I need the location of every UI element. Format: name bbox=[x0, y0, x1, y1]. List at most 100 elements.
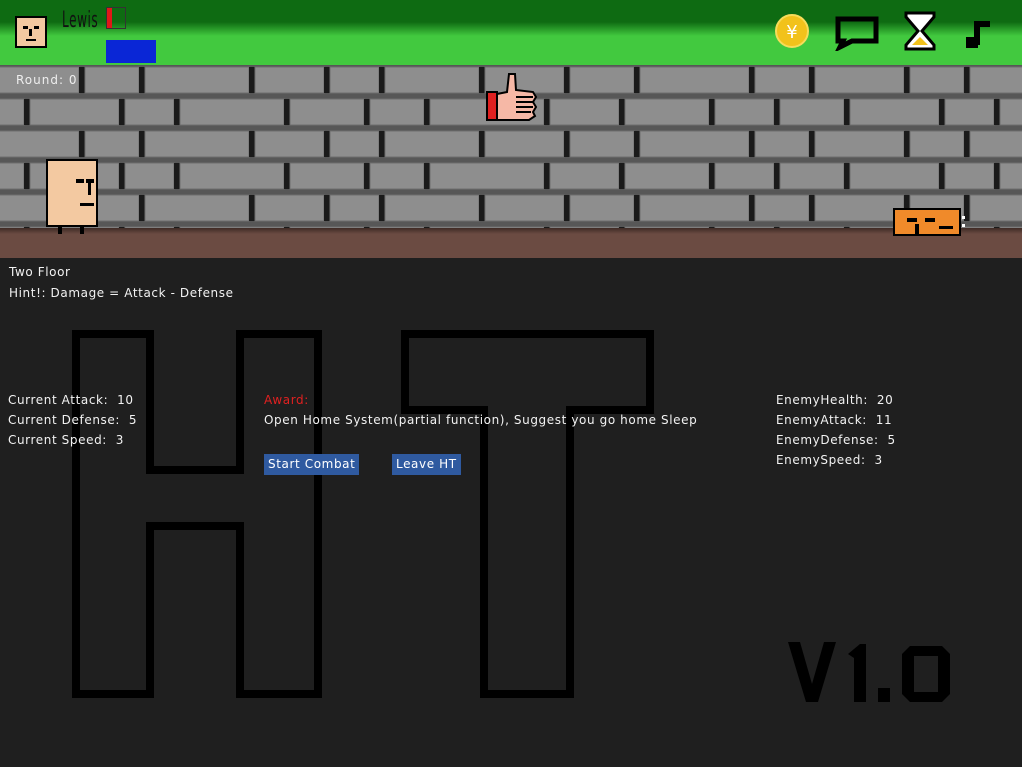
brick bbox=[0, 98, 25, 126]
brick bbox=[569, 130, 635, 158]
health-bar-fill bbox=[107, 8, 112, 28]
brick bbox=[999, 162, 1022, 190]
round-value: 0 bbox=[68, 73, 78, 87]
brick-gap bbox=[119, 227, 125, 228]
brick bbox=[714, 226, 775, 228]
brick-gap bbox=[564, 67, 570, 93]
hourglass-icon[interactable] bbox=[900, 11, 940, 51]
brick-gap bbox=[379, 67, 385, 93]
brick bbox=[124, 226, 175, 228]
chat-bubble-icon[interactable] bbox=[832, 11, 882, 51]
brick-gap bbox=[774, 227, 780, 228]
brick-gap bbox=[844, 227, 850, 228]
brick bbox=[484, 130, 565, 158]
brick bbox=[549, 162, 620, 190]
brick bbox=[944, 162, 995, 190]
brick bbox=[429, 226, 545, 228]
brick bbox=[0, 226, 25, 228]
brick-gap bbox=[119, 99, 125, 125]
brick-gap bbox=[424, 99, 430, 125]
brick-gap bbox=[749, 195, 755, 221]
brick-gap bbox=[249, 195, 255, 221]
brick-gap bbox=[994, 163, 1000, 189]
brick bbox=[779, 162, 845, 190]
brick-gap bbox=[24, 99, 30, 125]
brick-gap bbox=[774, 163, 780, 189]
brick-gap bbox=[544, 227, 550, 228]
brick-gap bbox=[284, 163, 290, 189]
brick bbox=[639, 194, 750, 222]
brick-gap bbox=[139, 131, 145, 157]
brick bbox=[814, 194, 905, 222]
brick-gap bbox=[994, 227, 1000, 228]
brick-gap bbox=[284, 99, 290, 125]
brick-gap bbox=[544, 99, 550, 125]
brick bbox=[384, 66, 480, 94]
brick-gap bbox=[249, 67, 255, 93]
award-text: Open Home System(partial function), Sugg… bbox=[264, 413, 698, 427]
brick bbox=[29, 98, 120, 126]
enemy-character bbox=[893, 208, 965, 236]
brick-gap bbox=[324, 195, 330, 221]
ground bbox=[0, 228, 1022, 258]
enemy-attack: EnemyAttack: 11 bbox=[776, 413, 893, 427]
brick-gap bbox=[284, 227, 290, 228]
brick bbox=[569, 194, 635, 222]
player-name: Lewis bbox=[62, 8, 99, 33]
brick bbox=[329, 194, 380, 222]
ht-logo bbox=[72, 330, 654, 698]
health-bar bbox=[106, 7, 126, 29]
brick bbox=[124, 162, 175, 190]
coin-icon[interactable]: ¥ bbox=[772, 11, 812, 51]
brick bbox=[289, 226, 365, 228]
brick bbox=[124, 98, 175, 126]
brick bbox=[384, 130, 480, 158]
brick-gap bbox=[634, 67, 640, 93]
brick bbox=[639, 66, 750, 94]
start-combat-button[interactable]: Start Combat bbox=[264, 454, 360, 475]
brick-gap bbox=[994, 99, 1000, 125]
brick-gap bbox=[139, 195, 145, 221]
brick-gap bbox=[634, 131, 640, 157]
brick-gap bbox=[424, 227, 430, 228]
brick bbox=[944, 98, 995, 126]
round-label: Round: bbox=[16, 73, 65, 87]
brick bbox=[714, 98, 775, 126]
brick bbox=[754, 194, 810, 222]
brick-gap bbox=[619, 99, 625, 125]
brick-gap bbox=[964, 67, 970, 93]
svg-text:¥: ¥ bbox=[786, 22, 797, 43]
enemy-defense: EnemyDefense: 5 bbox=[776, 433, 896, 447]
music-note-icon[interactable] bbox=[962, 11, 1002, 51]
leave-ht-button[interactable]: Leave HT bbox=[392, 454, 461, 475]
brick-gap bbox=[749, 131, 755, 157]
brick bbox=[329, 130, 380, 158]
brick bbox=[179, 162, 285, 190]
brick bbox=[909, 66, 965, 94]
brick-gap bbox=[939, 163, 945, 189]
brick-gap bbox=[709, 163, 715, 189]
award-label: Award: bbox=[264, 393, 309, 407]
brick bbox=[179, 98, 285, 126]
brick bbox=[814, 66, 905, 94]
brick bbox=[814, 130, 905, 158]
current-attack: Current Attack: 10 bbox=[8, 393, 134, 407]
brick bbox=[779, 226, 845, 228]
brick-gap bbox=[809, 67, 815, 93]
brick bbox=[754, 130, 810, 158]
brick-gap bbox=[174, 227, 180, 228]
brick bbox=[384, 194, 480, 222]
brick bbox=[254, 66, 325, 94]
brick-gap bbox=[619, 163, 625, 189]
brick-gap bbox=[964, 131, 970, 157]
floor-label: Two Floor bbox=[9, 265, 71, 279]
version-logo bbox=[788, 642, 950, 702]
brick bbox=[369, 226, 425, 228]
thumbs-up-icon[interactable] bbox=[485, 70, 539, 124]
brick bbox=[254, 194, 325, 222]
brick-gap bbox=[79, 131, 85, 157]
brick-gap bbox=[379, 131, 385, 157]
player-avatar[interactable] bbox=[15, 16, 47, 48]
brick-gap bbox=[324, 131, 330, 157]
brick bbox=[369, 162, 425, 190]
